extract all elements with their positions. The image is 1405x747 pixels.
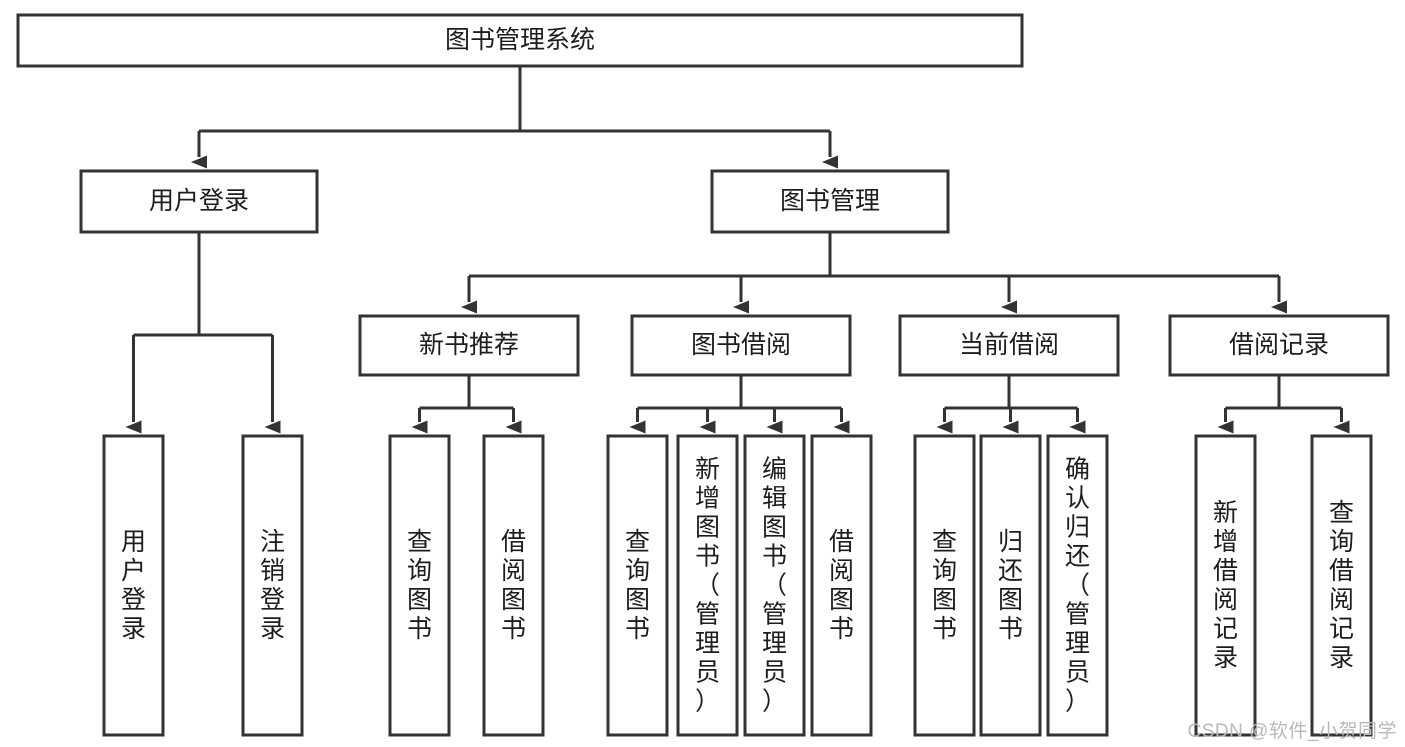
node-box-root xyxy=(16,13,1024,68)
node-label-new-book-rec: 新书推荐 xyxy=(419,331,519,359)
node-box-leaf-borrow-book xyxy=(810,434,873,737)
node-root[interactable]: 图书管理系统 xyxy=(16,13,1024,68)
node-box-leaf-query-book-borrow xyxy=(606,434,669,737)
node-user-login[interactable]: 用户登录 xyxy=(79,169,319,234)
node-book-borrow[interactable]: 图书借阅 xyxy=(630,314,852,377)
node-book-manage[interactable]: 图书管理 xyxy=(710,169,950,234)
node-leaf-borrow-book-rec[interactable]: 借阅图书 xyxy=(482,434,545,737)
node-leaf-confirm-return[interactable]: 确认归还（管理员） xyxy=(1046,434,1109,737)
node-box-book-borrow xyxy=(630,314,852,377)
node-leaf-query-record[interactable]: 查询借阅记录 xyxy=(1310,434,1373,737)
node-label-leaf-borrow-book-rec: 借阅图书 xyxy=(501,528,526,643)
node-leaf-add-book[interactable]: 新增图书（管理员） xyxy=(676,434,739,737)
node-box-current-borrow xyxy=(898,314,1120,377)
node-label-leaf-add-book: 新增图书（管理员） xyxy=(695,456,720,716)
node-label-leaf-edit-book: 编辑图书（管理员） xyxy=(762,456,787,716)
node-layer: 用户登录图书管理新书推荐图书借阅当前借阅借阅记录用户登录注销登录查询图书借阅图书… xyxy=(16,13,1390,737)
node-box-leaf-user-logout xyxy=(241,434,304,737)
node-box-leaf-query-book-cur xyxy=(913,434,976,737)
node-label-book-borrow: 图书借阅 xyxy=(691,331,791,359)
node-box-leaf-add-book xyxy=(676,434,739,737)
node-label-borrow-record: 借阅记录 xyxy=(1229,331,1329,359)
node-leaf-user-login[interactable]: 用户登录 xyxy=(102,434,165,737)
node-leaf-query-book-rec[interactable]: 查询图书 xyxy=(388,434,451,737)
node-box-leaf-borrow-book-rec xyxy=(482,434,545,737)
node-label-user-login: 用户登录 xyxy=(149,187,249,215)
node-box-book-manage xyxy=(710,169,950,234)
node-label-book-manage: 图书管理 xyxy=(780,187,880,215)
node-box-leaf-confirm-return xyxy=(1046,434,1109,737)
node-box-borrow-record xyxy=(1168,314,1390,377)
node-box-leaf-query-record xyxy=(1310,434,1373,737)
node-label-leaf-return-book: 归还图书 xyxy=(998,528,1023,643)
node-box-new-book-rec xyxy=(358,314,580,377)
node-box-user-login xyxy=(79,169,319,234)
node-box-leaf-user-login xyxy=(102,434,165,737)
node-label-leaf-user-login: 用户登录 xyxy=(121,528,146,643)
node-label-current-borrow: 当前借阅 xyxy=(959,331,1059,359)
csdn-watermark: CSDN @软件_小贺同学 xyxy=(1187,721,1397,742)
node-label-leaf-query-book-rec: 查询图书 xyxy=(407,528,432,643)
node-leaf-user-logout[interactable]: 注销登录 xyxy=(241,434,304,737)
node-label-leaf-add-record: 新增借阅记录 xyxy=(1213,499,1238,672)
node-box-leaf-add-record xyxy=(1194,434,1257,737)
node-label-leaf-query-book-borrow: 查询图书 xyxy=(625,528,650,643)
connector-layer xyxy=(125,66,1350,434)
node-leaf-return-book[interactable]: 归还图书 xyxy=(979,434,1042,737)
node-box-leaf-edit-book xyxy=(743,434,806,737)
node-box-leaf-query-book-rec xyxy=(388,434,451,737)
node-label-leaf-borrow-book: 借阅图书 xyxy=(829,528,854,643)
node-new-book-rec[interactable]: 新书推荐 xyxy=(358,314,580,377)
node-label-leaf-query-book-cur: 查询图书 xyxy=(932,528,957,643)
node-leaf-query-book-cur[interactable]: 查询图书 xyxy=(913,434,976,737)
node-leaf-borrow-book[interactable]: 借阅图书 xyxy=(810,434,873,737)
node-leaf-edit-book[interactable]: 编辑图书（管理员） xyxy=(743,434,806,737)
node-label-leaf-confirm-return: 确认归还（管理员） xyxy=(1065,456,1090,716)
node-leaf-query-book-borrow[interactable]: 查询图书 xyxy=(606,434,669,737)
node-label-leaf-user-logout: 注销登录 xyxy=(260,528,285,643)
node-box-leaf-return-book xyxy=(979,434,1042,737)
node-label-leaf-query-record: 查询借阅记录 xyxy=(1329,499,1354,672)
node-current-borrow[interactable]: 当前借阅 xyxy=(898,314,1120,377)
node-borrow-record[interactable]: 借阅记录 xyxy=(1168,314,1390,377)
node-label-root: 图书管理系统 xyxy=(445,26,595,54)
node-leaf-add-record[interactable]: 新增借阅记录 xyxy=(1194,434,1257,737)
